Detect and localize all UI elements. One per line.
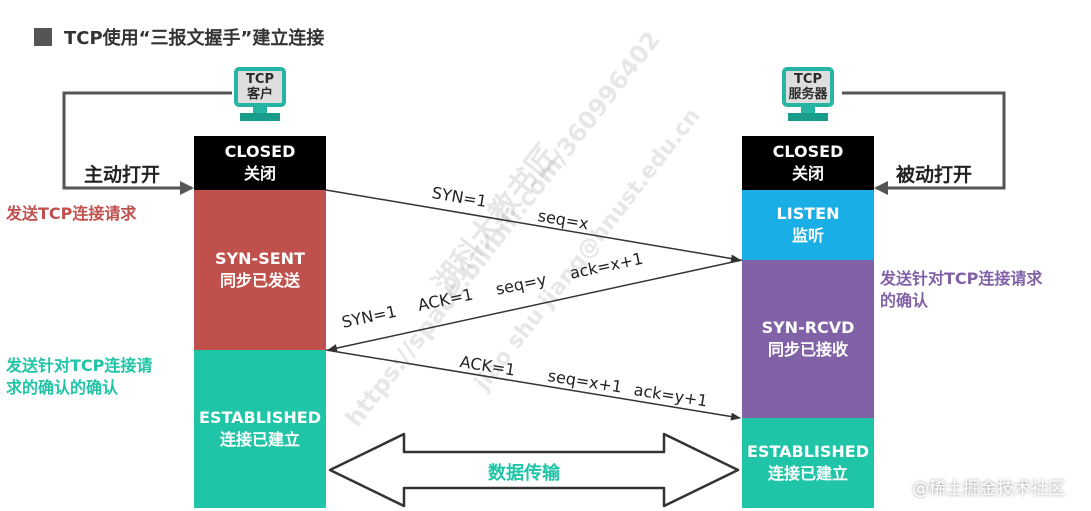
server-closed-en: CLOSED xyxy=(772,142,844,161)
active-open-arrow xyxy=(62,91,232,195)
server-computer-screen: TCP 服务器 xyxy=(782,67,834,107)
server-computer-base xyxy=(788,113,828,121)
client-computer-screen: TCP 客户 xyxy=(234,67,286,107)
client-computer-line1: TCP xyxy=(246,72,274,87)
client-ack-note-line1: 发送针对TCP连接请 xyxy=(6,356,153,375)
client-closed-en: CLOSED xyxy=(224,142,296,161)
server-listen-en: LISTEN xyxy=(776,204,840,223)
client-computer-neck xyxy=(253,107,267,113)
passive-open-label: 被动打开 xyxy=(896,164,973,186)
page-title: TCP使用“三报文握手”建立连接 xyxy=(64,28,325,49)
server-computer-icon: TCP 服务器 xyxy=(782,67,834,121)
server-state-closed: CLOSED 关闭 xyxy=(742,136,874,190)
server-listen-zh: 监听 xyxy=(791,226,824,245)
data-transfer-arrow xyxy=(328,432,740,508)
syn-message-arrow xyxy=(325,189,741,263)
passive-open-arrow xyxy=(842,91,1006,195)
data-transfer-label: 数据传输 xyxy=(488,463,560,484)
server-ack-note-line1: 发送针对TCP连接请求 xyxy=(880,269,1043,288)
client-request-note: 发送TCP连接请求 xyxy=(6,204,137,223)
client-closed-zh: 关闭 xyxy=(243,164,276,183)
syn-ack-message-arrow xyxy=(327,259,743,352)
client-established-en: ESTABLISHED xyxy=(199,408,321,427)
client-syn-sent-en: SYN-SENT xyxy=(215,249,305,268)
footer-watermark: @稀土掘金技术社区 xyxy=(912,479,1065,499)
server-syn-rcvd-zh: 同步已接收 xyxy=(767,340,848,359)
server-closed-zh: 关闭 xyxy=(791,164,824,183)
server-state-listen: LISTEN 监听 xyxy=(742,190,874,260)
client-state-established: ESTABLISHED 连接已建立 xyxy=(194,350,326,508)
client-state-closed: CLOSED 关闭 xyxy=(194,136,326,190)
active-open-label: 主动打开 xyxy=(84,164,161,186)
server-computer-neck xyxy=(801,107,815,113)
server-state-syn-rcvd: SYN-RCVD 同步已接收 xyxy=(742,260,874,418)
server-computer-line2: 服务器 xyxy=(788,87,828,102)
server-established-en: ESTABLISHED xyxy=(747,442,869,461)
title-marker xyxy=(34,28,52,46)
client-computer-base xyxy=(240,113,280,121)
client-computer-line2: 客户 xyxy=(246,87,273,102)
client-state-syn-sent: SYN-SENT 同步已发送 xyxy=(194,190,326,350)
client-syn-sent-zh: 同步已发送 xyxy=(219,271,300,290)
server-established-zh: 连接已建立 xyxy=(767,464,848,483)
server-syn-rcvd-en: SYN-RCVD xyxy=(761,318,855,337)
client-computer-icon: TCP 客户 xyxy=(234,67,286,121)
ack-message-arrow xyxy=(325,349,741,421)
server-ack-note-line2: 的确认 xyxy=(880,291,929,310)
server-computer-line1: TCP xyxy=(794,72,822,87)
client-ack-note: 发送针对TCP连接请 求的确认的确认 xyxy=(6,355,152,399)
server-state-established: ESTABLISHED 连接已建立 xyxy=(742,418,874,508)
client-ack-note-line2: 求的确认的确认 xyxy=(6,378,119,397)
client-established-zh: 连接已建立 xyxy=(219,430,300,449)
server-ack-note: 发送针对TCP连接请求 的确认 xyxy=(880,268,1042,312)
